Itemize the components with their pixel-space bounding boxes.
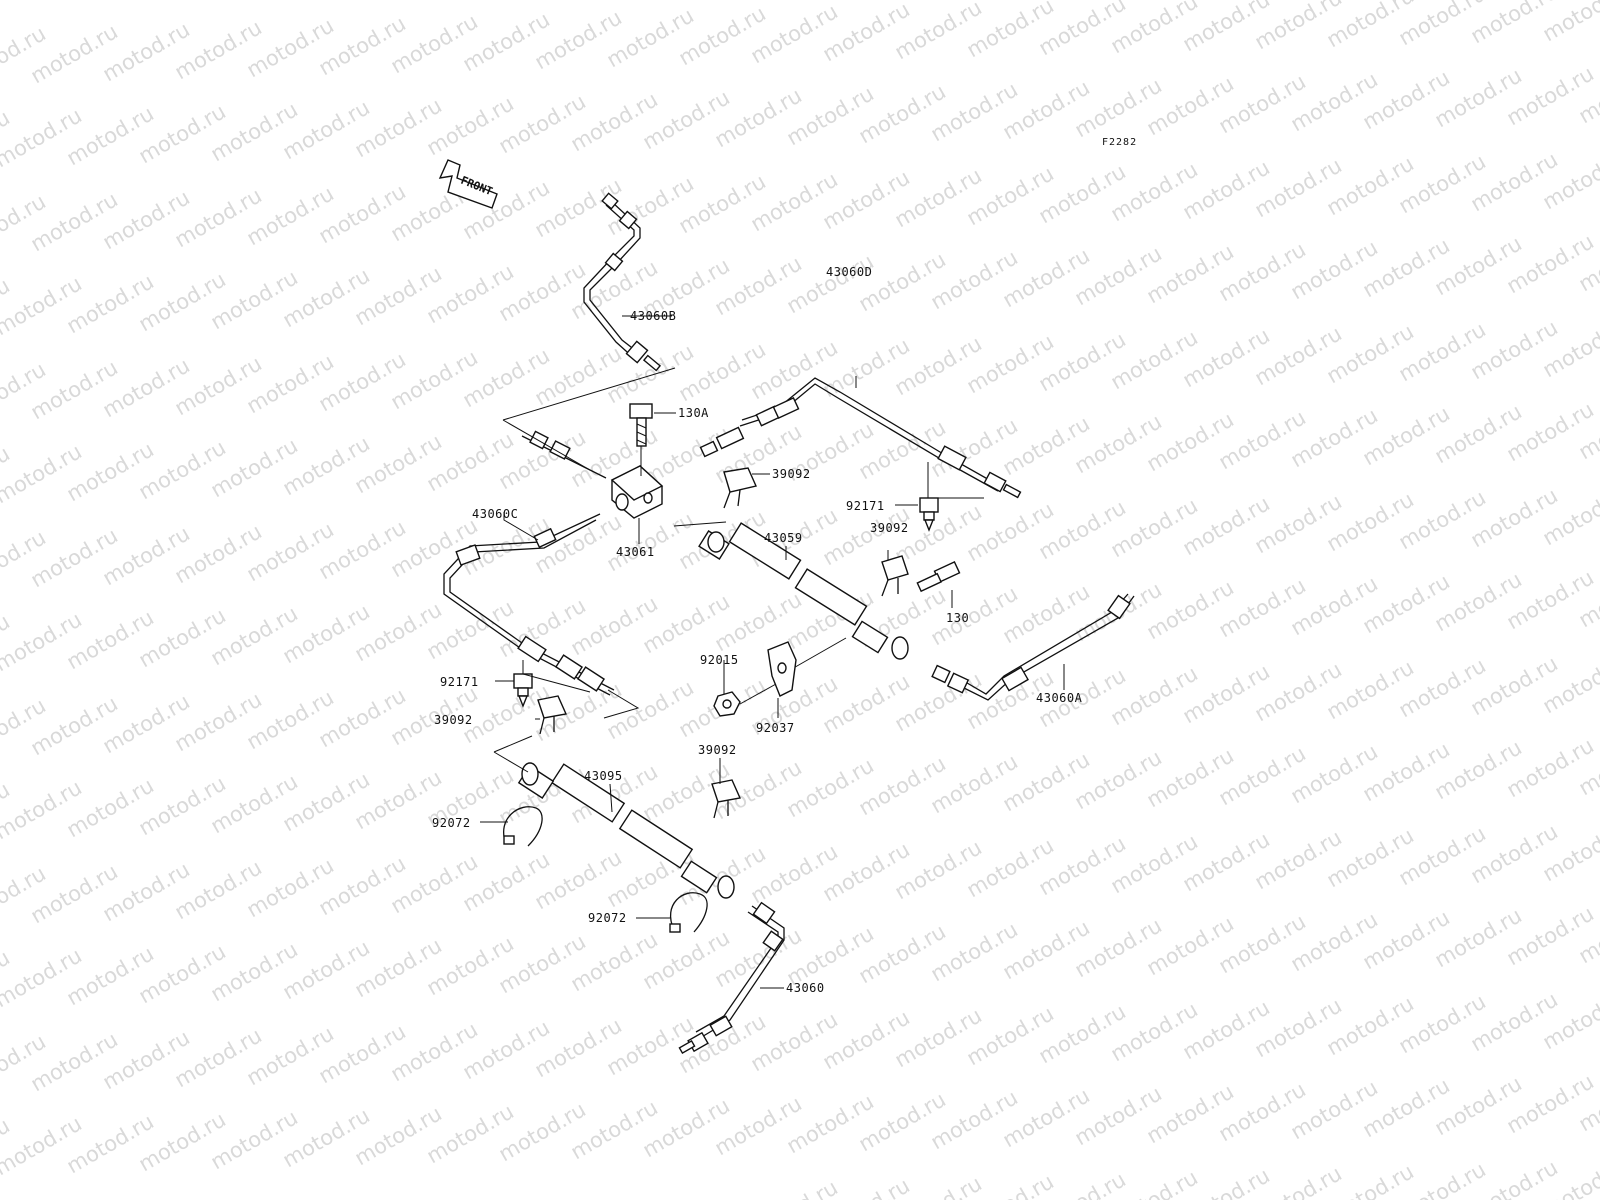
label-43059[interactable]: 43059	[764, 531, 803, 545]
pipe-clamp-92171-a[interactable]	[919, 497, 939, 532]
brake-pipe-43060D[interactable]	[699, 377, 1022, 499]
union-bolt-130[interactable]	[916, 560, 961, 593]
nut-92015[interactable]	[713, 691, 741, 717]
brake-pipe-clip-39092-c[interactable]	[537, 695, 568, 735]
label-92072-b[interactable]: 92072	[588, 911, 627, 925]
label-92171-b[interactable]: 92171	[440, 675, 479, 689]
label-43060A[interactable]: 43060A	[1036, 691, 1083, 705]
hose-clip-92072-b[interactable]	[669, 892, 708, 933]
brake-pipe-43060[interactable]	[678, 901, 785, 1055]
hose-clip-92072-a[interactable]	[503, 806, 543, 847]
brake-pipe-43060B[interactable]	[583, 192, 662, 372]
brake-pipe-43060C[interactable]	[443, 513, 615, 696]
label-92037[interactable]: 92037	[756, 721, 795, 735]
brake-hose-43095[interactable]	[517, 762, 735, 899]
label-43095[interactable]: 43095	[584, 769, 623, 783]
brake-pipe-clip-39092-a[interactable]	[723, 467, 757, 509]
label-39092-b[interactable]: 39092	[870, 521, 909, 535]
brake-pipe-clip-39092-b[interactable]	[881, 555, 909, 597]
label-39092-d[interactable]: 39092	[698, 743, 737, 757]
brake-pipe-joint-43061[interactable]	[610, 465, 664, 519]
label-92171-a[interactable]: 92171	[846, 499, 885, 513]
union-bolt-130A[interactable]	[629, 403, 653, 447]
watermark-text: motod.ru	[747, 1175, 842, 1200]
label-43060C[interactable]: 43060C	[472, 507, 518, 521]
label-92015[interactable]: 92015	[700, 653, 739, 667]
label-43060D[interactable]: 43060D	[826, 265, 872, 279]
label-39092-a[interactable]: 39092	[772, 467, 811, 481]
brake-pipe-43060A[interactable]	[931, 593, 1135, 701]
figure-code: F2282	[1102, 137, 1137, 148]
label-92072-a[interactable]: 92072	[432, 816, 471, 830]
label-130[interactable]: 130	[946, 611, 969, 625]
brake-pipe-clip-39092-d[interactable]	[711, 779, 742, 819]
label-43060B[interactable]: 43060B	[630, 309, 676, 323]
label-39092-c[interactable]: 39092	[434, 713, 473, 727]
brake-hose-43059[interactable]	[698, 522, 909, 660]
hose-clamp-92037[interactable]	[767, 641, 797, 697]
label-43061[interactable]: 43061	[616, 545, 655, 559]
label-43060[interactable]: 43060	[786, 981, 825, 995]
watermark-text: motod.ru	[63, 0, 158, 2]
label-130A[interactable]: 130A	[678, 406, 709, 420]
